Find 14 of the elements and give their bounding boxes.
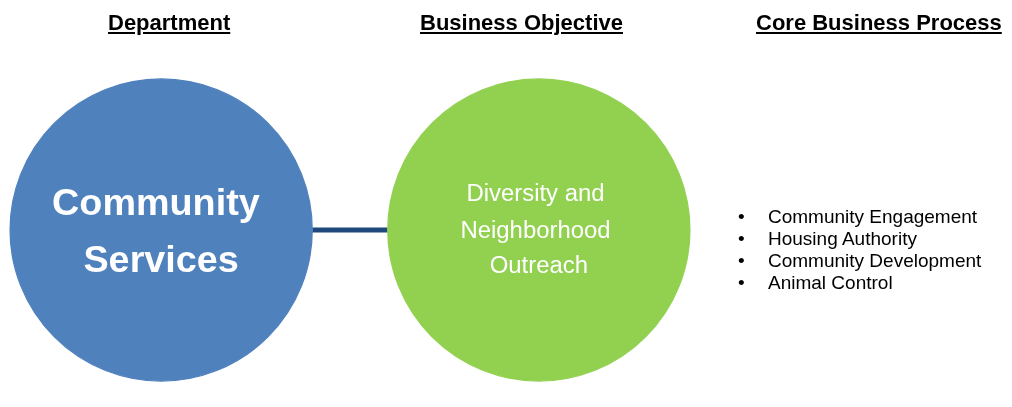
circle-node: Diversity and Neighborhood Outreach (387, 78, 691, 382)
bullet-marker: • (738, 272, 746, 294)
column-heading: Business Objective (420, 10, 623, 36)
bullet-marker: • (738, 250, 746, 272)
process-item: Community Engagement (768, 206, 978, 227)
process-item: Community Development (768, 250, 982, 271)
process-item: Animal Control (768, 272, 893, 293)
bullet-marker: • (738, 206, 746, 228)
connector-line (312, 227, 388, 233)
column-heading: Core Business Process (756, 10, 1002, 36)
process-item: Housing Authority (768, 228, 917, 249)
column-heading: Department (108, 10, 231, 36)
bullet-marker: • (738, 228, 746, 250)
circle-node: Community Services (9, 78, 313, 382)
